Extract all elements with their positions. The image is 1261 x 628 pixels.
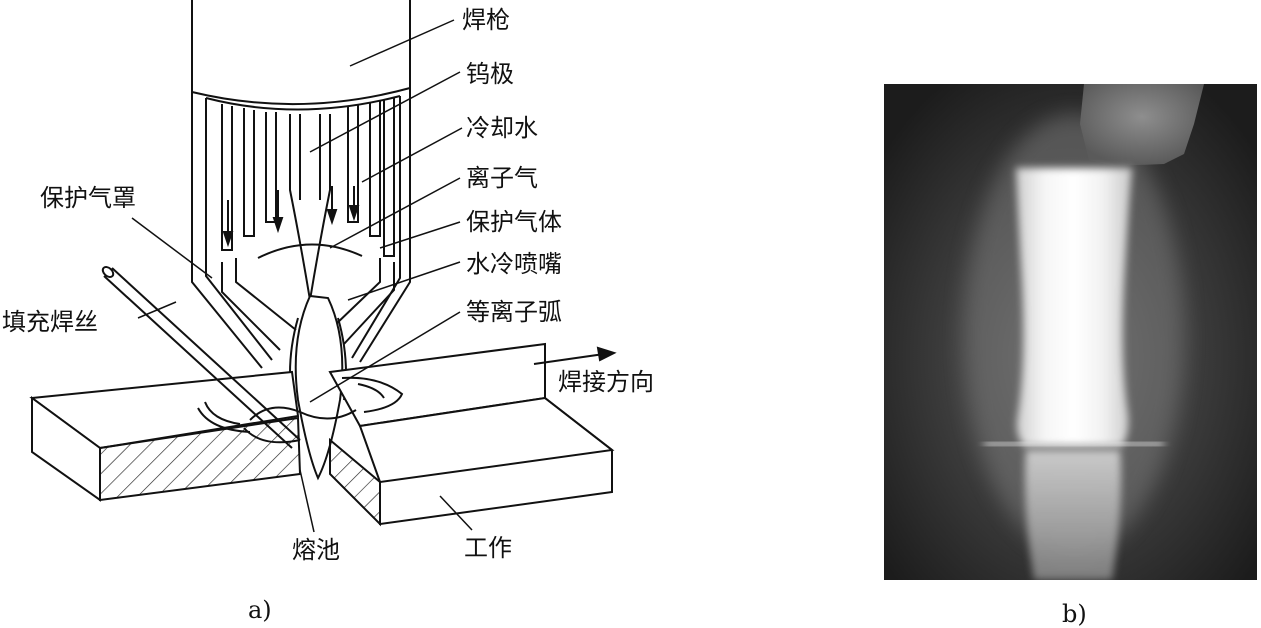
- label-water-cooled-nozzle: 水冷喷嘴: [466, 250, 562, 278]
- label-tungsten-electrode: 钨极: [466, 60, 514, 88]
- leader-lines: [131, 19, 473, 533]
- nozzle-tip: [1080, 84, 1204, 166]
- lower-arc-glow: [1025, 450, 1121, 580]
- shield-cup: [191, 88, 411, 369]
- label-torch: 焊枪: [462, 6, 510, 34]
- plasma-arc: [294, 294, 344, 481]
- welding-direction-arrow: [533, 346, 617, 365]
- label-filler-wire: 填充焊丝: [2, 308, 98, 336]
- label-shield-cup: 保护气罩: [40, 184, 136, 212]
- label-workpiece: 工作: [464, 534, 512, 562]
- water-cooled-nozzle: [221, 243, 395, 351]
- workpiece: [29, 342, 615, 527]
- tungsten-electrode: [289, 114, 331, 301]
- label-plasma-gas: 离子气: [466, 164, 538, 192]
- label-welding-direction: 焊接方向: [558, 368, 654, 396]
- filler-wire: [101, 266, 301, 449]
- torch-body: [191, 0, 411, 111]
- caption-a: a): [248, 596, 272, 624]
- plasma-welding-schematic: [29, 0, 617, 533]
- workpiece-surface: [984, 442, 1164, 446]
- label-plasma-arc: 等离子弧: [466, 298, 562, 326]
- label-weld-pool: 熔池: [292, 536, 340, 564]
- flow-arrows: [222, 186, 360, 248]
- cooling-water-channels: [221, 98, 395, 257]
- label-cooling-water: 冷却水: [466, 114, 538, 142]
- arc-column: [1016, 168, 1132, 446]
- label-shielding-gas: 保护气体: [466, 208, 562, 236]
- caption-b: b): [1062, 600, 1087, 628]
- plasma-arc-photo: [884, 84, 1257, 580]
- weld-pool: [197, 376, 404, 444]
